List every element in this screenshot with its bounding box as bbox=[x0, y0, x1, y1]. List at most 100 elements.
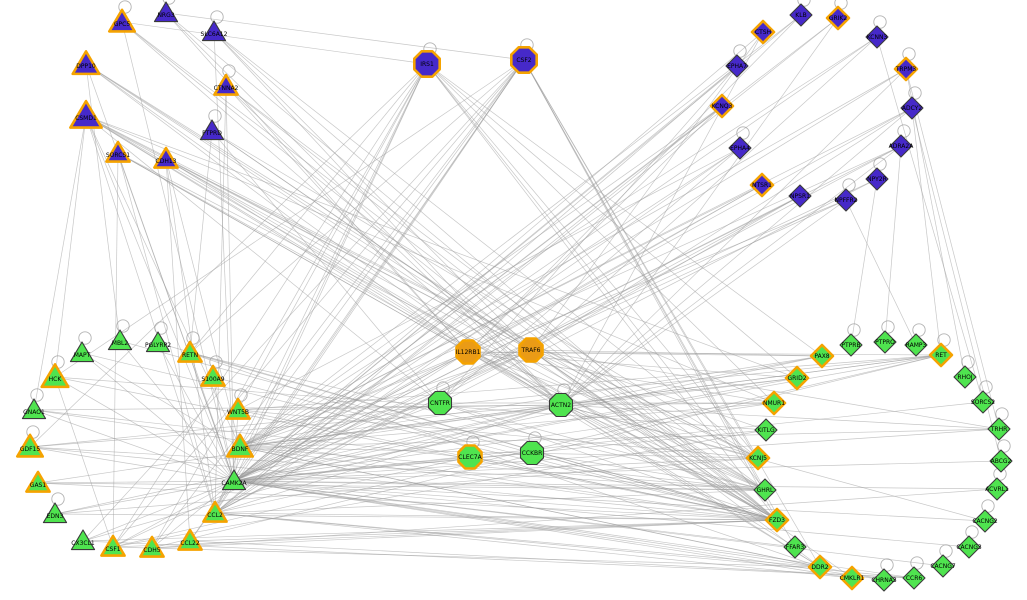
node-FZD3[interactable] bbox=[764, 507, 790, 533]
edge bbox=[905, 68, 966, 378]
node-DPP10[interactable] bbox=[71, 50, 101, 76]
node-CTNNA2[interactable] bbox=[213, 73, 239, 96]
node-CDH5[interactable] bbox=[139, 535, 165, 558]
node-CACNG7[interactable] bbox=[931, 554, 955, 578]
node-RETN[interactable] bbox=[177, 340, 203, 363]
edge bbox=[81, 352, 241, 448]
node-MBL2[interactable] bbox=[107, 329, 133, 351]
node-CSF2[interactable] bbox=[509, 45, 539, 74]
edge bbox=[845, 199, 917, 346]
edge bbox=[189, 59, 525, 542]
edge bbox=[560, 145, 902, 406]
node-CTSH[interactable] bbox=[750, 19, 776, 45]
node-ABCG2[interactable] bbox=[989, 449, 1013, 473]
node-GDF15[interactable] bbox=[15, 433, 45, 458]
node-CNTFR[interactable] bbox=[427, 390, 453, 416]
edge bbox=[85, 63, 532, 351]
edge bbox=[189, 540, 915, 579]
edge bbox=[239, 59, 525, 448]
node-CX3CL1[interactable] bbox=[70, 529, 96, 551]
node-CLEC7A[interactable] bbox=[457, 444, 483, 470]
node-NRG3[interactable] bbox=[153, 1, 179, 23]
node-EPHA7[interactable] bbox=[725, 54, 749, 78]
node-ACTN2[interactable] bbox=[548, 392, 574, 418]
edge bbox=[239, 184, 763, 448]
node-SORCS1[interactable] bbox=[105, 140, 131, 163]
node-NMUR1[interactable] bbox=[761, 390, 787, 416]
node-GAS1[interactable] bbox=[25, 470, 51, 493]
edge bbox=[214, 512, 853, 579]
node-CACNG2[interactable] bbox=[973, 509, 997, 533]
node-GRIK2[interactable] bbox=[825, 5, 851, 31]
self-loop-edge bbox=[881, 320, 895, 334]
node-ADCY2[interactable] bbox=[900, 96, 924, 120]
node-CDH13[interactable] bbox=[153, 146, 179, 169]
node-DDR2[interactable] bbox=[807, 554, 833, 580]
node-CSMD1[interactable] bbox=[69, 99, 103, 129]
self-loop-edge bbox=[939, 544, 953, 558]
edge bbox=[233, 68, 907, 482]
node-CSF1[interactable] bbox=[100, 534, 126, 557]
node-CCL2[interactable] bbox=[202, 500, 228, 523]
node-GPC5[interactable] bbox=[107, 8, 137, 33]
node-CACNG3[interactable] bbox=[957, 535, 981, 559]
node-KCNJ5[interactable] bbox=[745, 445, 771, 471]
node-WNT5B[interactable] bbox=[225, 397, 251, 420]
node-RAMP3[interactable] bbox=[904, 333, 928, 357]
node-PTPRD[interactable] bbox=[199, 119, 225, 141]
node-NPFFR2[interactable] bbox=[834, 188, 858, 212]
self-loop-edge bbox=[979, 380, 993, 394]
node-CCKBR[interactable] bbox=[519, 440, 545, 466]
node-MAPT[interactable] bbox=[69, 341, 95, 363]
node-GNAO1[interactable] bbox=[21, 398, 47, 420]
edge bbox=[157, 342, 778, 521]
node-TRPM3[interactable] bbox=[893, 56, 919, 82]
node-S100A9[interactable] bbox=[200, 364, 226, 387]
node-CCR6[interactable] bbox=[902, 566, 926, 590]
node-EDN3[interactable] bbox=[42, 502, 68, 524]
node-ADRA2A[interactable] bbox=[889, 134, 913, 158]
node-GHRL[interactable] bbox=[753, 478, 777, 502]
node-NPY2R[interactable] bbox=[865, 167, 889, 191]
node-TRHR[interactable] bbox=[987, 417, 1011, 441]
node-SORCS2[interactable] bbox=[971, 390, 995, 414]
node-CHRNA3[interactable] bbox=[872, 568, 896, 592]
node-GRID2[interactable] bbox=[784, 365, 810, 391]
node-PTPRB[interactable] bbox=[839, 333, 863, 357]
edge bbox=[523, 59, 796, 548]
self-loop-edge bbox=[30, 388, 44, 402]
node-KCNN3[interactable] bbox=[865, 25, 889, 49]
node-EPHA4[interactable] bbox=[728, 136, 752, 160]
node-FFAR3[interactable] bbox=[783, 535, 807, 559]
edge bbox=[214, 17, 839, 514]
node-NPSR1[interactable] bbox=[788, 184, 812, 208]
edge bbox=[29, 446, 778, 521]
edge bbox=[426, 63, 766, 491]
node-KLB[interactable] bbox=[789, 3, 813, 27]
edge bbox=[112, 546, 821, 568]
node-PGLYRP2[interactable] bbox=[145, 331, 171, 353]
node-TRAF6[interactable] bbox=[518, 337, 544, 363]
node-NTSR1[interactable] bbox=[749, 172, 775, 198]
edge bbox=[239, 446, 885, 581]
node-RHOJ[interactable] bbox=[953, 365, 977, 389]
node-KCNQ3[interactable] bbox=[709, 93, 735, 119]
node-PAX8[interactable] bbox=[809, 343, 835, 369]
node-RET[interactable] bbox=[928, 342, 954, 368]
node-HCK[interactable] bbox=[40, 363, 70, 389]
node-CMKLR1[interactable] bbox=[839, 565, 865, 591]
node-PTPRO[interactable] bbox=[873, 330, 897, 354]
node-ACVRL1[interactable] bbox=[985, 477, 1009, 501]
edge bbox=[151, 63, 428, 549]
node-IL12RB1[interactable] bbox=[455, 339, 481, 365]
node-IRS1[interactable] bbox=[412, 49, 442, 78]
node-CCL22[interactable] bbox=[177, 528, 203, 551]
edge bbox=[560, 68, 907, 406]
node-KITLG[interactable] bbox=[754, 418, 778, 442]
node-CAMK2A[interactable] bbox=[221, 469, 247, 491]
node-BDNF[interactable] bbox=[225, 433, 255, 458]
edge bbox=[29, 63, 428, 448]
node-SLC6A12[interactable] bbox=[201, 20, 227, 42]
edge bbox=[165, 12, 562, 406]
